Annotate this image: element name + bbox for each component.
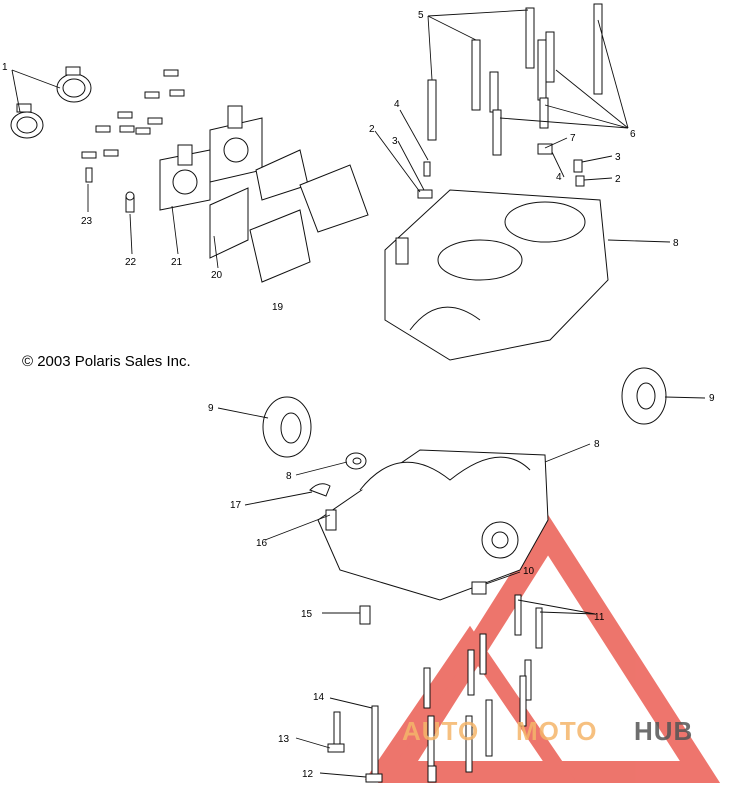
callout-4-right: 4 (556, 172, 562, 183)
seal-9-right (621, 367, 667, 425)
callout-8-lower: 8 (594, 439, 600, 450)
hose-17 (309, 483, 331, 497)
copyright-notice: © 2003 Polaris Sales Inc. (22, 353, 191, 370)
bushing-8 (345, 452, 367, 470)
clip-22 (125, 191, 135, 213)
callout-8-bushing: 8 (286, 471, 292, 482)
callout-19: 19 (272, 302, 284, 313)
upper-crankcase (384, 189, 609, 361)
callout-16: 16 (256, 538, 268, 549)
callout-3-left: 3 (392, 136, 398, 147)
callout-13: 13 (278, 734, 290, 745)
callout-4-top: 4 (394, 99, 400, 110)
long-bolts-11 (423, 594, 543, 783)
callout-22: 22 (125, 257, 137, 268)
callout-2-upper-left: 2 (369, 124, 375, 135)
lower-crankcase (317, 449, 549, 601)
callout-2-right: 2 (615, 174, 621, 185)
reed-block-20 (209, 149, 369, 283)
callout-17: 17 (230, 500, 242, 511)
leader-lines (11, 9, 706, 778)
callout-8-upper: 8 (673, 238, 679, 249)
callout-23: 23 (81, 216, 93, 227)
plug-15 (359, 605, 371, 625)
callout-9-left: 9 (208, 403, 214, 414)
hose-clamp-1 (10, 66, 92, 139)
watermark-text-hub: HUB (634, 716, 693, 746)
callout-12: 12 (302, 769, 314, 780)
small-bolts-group (81, 69, 185, 183)
seal-9-left (262, 396, 312, 458)
reed-housing-21 (159, 105, 263, 211)
watermark-text: AUTO MOTO HUB (402, 716, 693, 746)
callout-20: 20 (211, 270, 223, 281)
plug-10 (471, 581, 487, 595)
callout-7: 7 (570, 133, 576, 144)
bolts-12-13-14 (327, 705, 383, 783)
callout-3-right: 3 (615, 152, 621, 163)
watermark-text-moto: MOTO (516, 716, 598, 746)
callout-21: 21 (171, 257, 183, 268)
callout-9-right: 9 (709, 393, 715, 404)
callout-14: 14 (313, 692, 325, 703)
watermark-text-auto: AUTO (402, 716, 479, 746)
callout-5: 5 (418, 10, 424, 21)
callout-15: 15 (301, 609, 313, 620)
studs-5-6 (427, 3, 603, 156)
callout-6: 6 (630, 129, 636, 140)
callout-labels: 1 2 2 3 3 4 4 5 6 7 8 8 8 9 9 10 11 12 1… (2, 10, 715, 780)
dowels-2-3-4-7 (417, 143, 585, 199)
callout-11: 11 (594, 612, 605, 623)
callout-1: 1 (2, 62, 8, 73)
callout-10: 10 (523, 566, 535, 577)
